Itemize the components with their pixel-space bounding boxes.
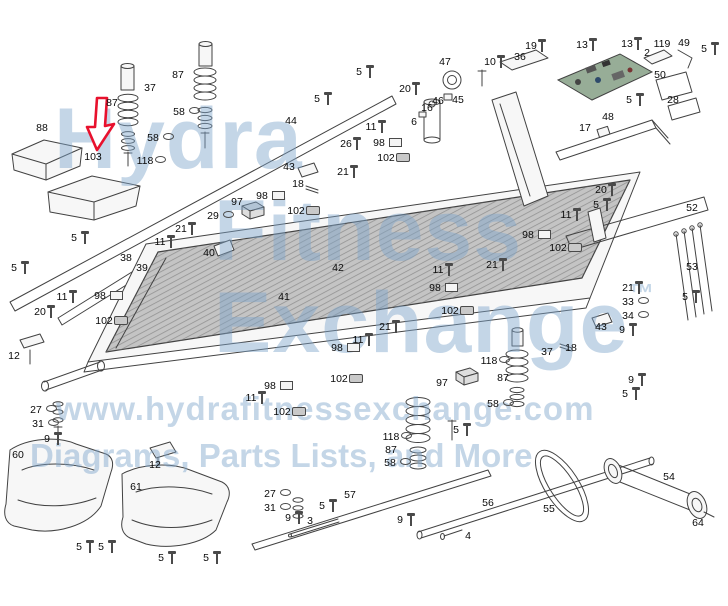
isolator-right [455, 367, 479, 386]
spring-stack-center [405, 397, 457, 470]
drive-belt [535, 449, 589, 523]
corner-bracket-left [19, 333, 45, 365]
circuit-board [556, 53, 654, 101]
hardware-stack-left [52, 401, 64, 445]
running-belt [105, 179, 631, 353]
spring-stack-right [505, 327, 529, 408]
foam-pad-88 [11, 139, 83, 181]
pivot-bar [251, 469, 492, 551]
incline-cylinder [423, 98, 441, 144]
hitch-bolt [440, 529, 463, 540]
stabilizer-rod [288, 518, 340, 538]
roller-bracket-right [587, 207, 607, 243]
small-brackets [213, 162, 613, 352]
foam-pad-103 [47, 175, 141, 221]
console-brackets [499, 49, 701, 121]
hardware-stack-center [292, 497, 304, 519]
left-roller [41, 360, 105, 392]
small-fittings [418, 69, 487, 118]
spring-stack-left [117, 63, 139, 167]
motor-hood-left [4, 438, 114, 532]
upper-rail-right [555, 119, 671, 161]
front-roller [603, 458, 715, 519]
slat-rods [673, 222, 713, 321]
mast-bracket [491, 91, 549, 207]
motor-hood-right [121, 464, 230, 547]
spring-stack-left2 [193, 41, 217, 149]
clamp-ring [442, 70, 462, 90]
isolator-left [241, 201, 265, 220]
